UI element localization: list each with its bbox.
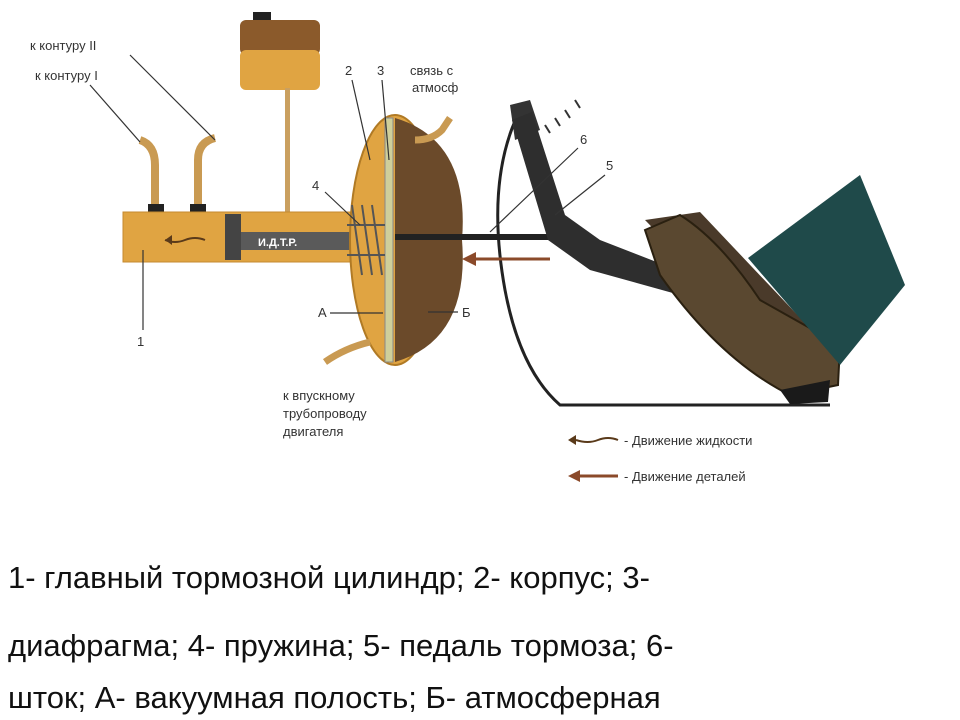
label-2: 2 xyxy=(345,63,352,78)
label-4: 4 xyxy=(312,178,319,193)
leader-3 xyxy=(381,79,390,161)
caption-line-1: 1- главный тормозной цилиндр; 2- корпус;… xyxy=(8,560,650,595)
reservoir-top xyxy=(240,20,320,55)
caption-line-3: шток; А- вакуумная полость; Б- атмосферн… xyxy=(8,680,661,715)
atmosphere-pipe xyxy=(414,116,453,144)
pipe-fitting-1 xyxy=(148,204,164,213)
label-B: Б xyxy=(462,305,471,320)
label-6: 6 xyxy=(580,132,587,147)
label-contour2: к контуру II xyxy=(30,38,96,53)
reservoir-cap xyxy=(253,12,271,22)
legend-fluid-icon xyxy=(575,437,619,443)
cylinder-bore xyxy=(241,232,351,250)
spring xyxy=(347,204,385,276)
label-atm-1: связь с xyxy=(410,63,454,78)
label-intake-3: двигателя xyxy=(283,424,343,439)
brake-booster-diagram: И.Д.Т.Р. к контуру II к контуру I 1 2 3 … xyxy=(30,12,905,484)
cylinder-piston xyxy=(225,214,241,260)
label-3: 3 xyxy=(377,63,384,78)
legend-parts: - Движение деталей xyxy=(624,469,746,484)
pipe-contour-2 xyxy=(194,134,217,210)
label-contour1: к контуру I xyxy=(35,68,98,83)
pipe-contour-1 xyxy=(138,136,159,210)
leader-2 xyxy=(351,79,371,161)
shoe-heel xyxy=(780,380,830,404)
push-rod xyxy=(395,234,570,240)
leader-6 xyxy=(489,147,579,233)
trouser-leg xyxy=(748,175,905,365)
label-atm-2: атмосф xyxy=(412,80,459,95)
leader-contour1 xyxy=(89,84,141,143)
intake-pipe xyxy=(322,338,371,365)
brand-label: И.Д.Т.Р. xyxy=(258,237,297,249)
legend-fluid: - Движение жидкости xyxy=(624,433,752,448)
reservoir-pipe xyxy=(285,88,290,213)
caption-line-2: диафрагма; 4- пружина; 5- педаль тормоза… xyxy=(8,628,674,663)
leader-contour2 xyxy=(129,54,216,141)
label-intake-1: к впускному xyxy=(283,388,355,403)
label-intake-2: трубопроводу xyxy=(283,406,367,421)
diaphragm xyxy=(384,117,394,363)
leader-5 xyxy=(554,174,606,216)
pedal-bracket xyxy=(496,109,830,407)
pedal-motion-marks xyxy=(544,99,581,134)
label-1: 1 xyxy=(137,334,144,349)
pipe-fitting-2 xyxy=(190,204,206,213)
label-A: А xyxy=(318,305,327,320)
reservoir-body xyxy=(240,50,320,90)
label-5: 5 xyxy=(606,158,613,173)
leader-4 xyxy=(324,191,361,226)
